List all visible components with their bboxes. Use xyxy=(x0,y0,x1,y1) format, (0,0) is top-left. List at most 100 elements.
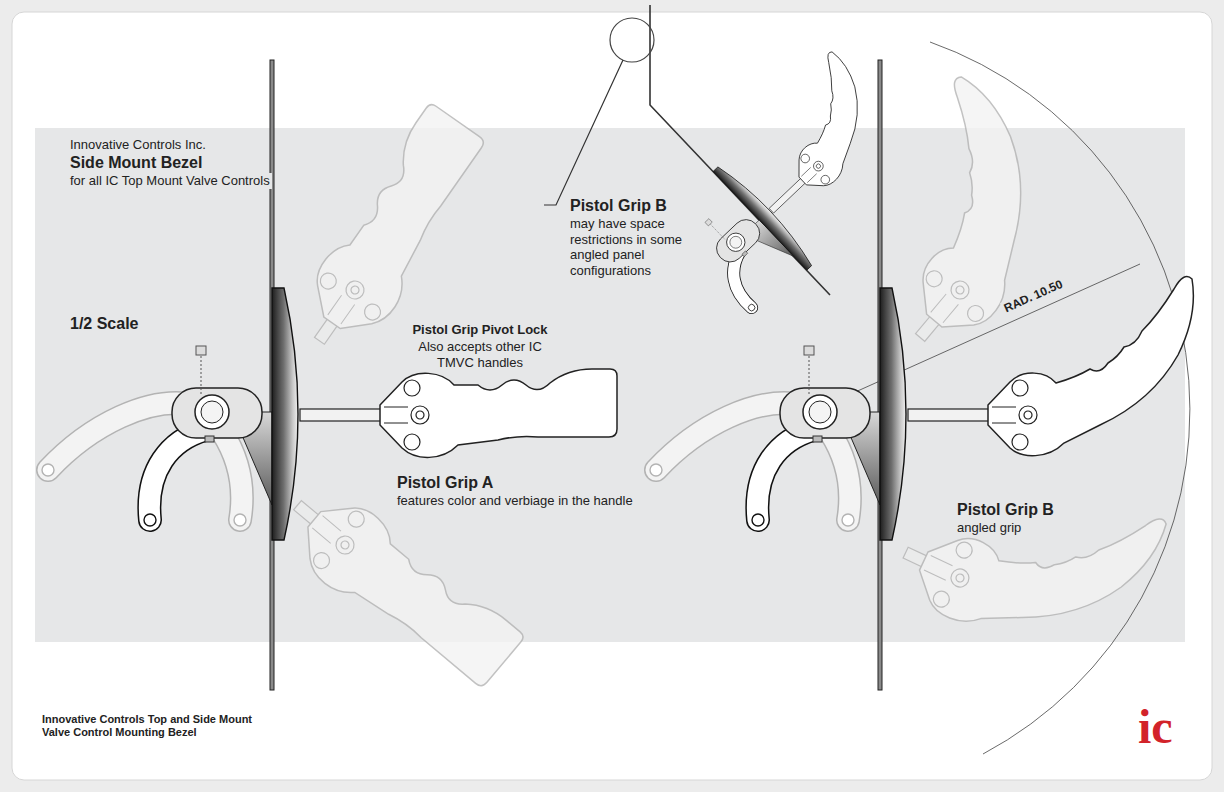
part-note: angled grip xyxy=(955,520,1023,536)
grip-boss xyxy=(812,159,826,173)
lever-eye xyxy=(234,514,246,526)
pivot-hub xyxy=(809,401,831,423)
grip-boss xyxy=(345,508,368,531)
part-note: features color and verbiage in the handl… xyxy=(395,493,635,509)
grip-boss xyxy=(310,549,333,572)
grip-body xyxy=(751,50,898,197)
valve-shaft xyxy=(300,409,384,421)
pivot-hub xyxy=(201,401,223,423)
detail-circle xyxy=(610,18,654,62)
valve-shaft xyxy=(769,177,806,213)
valve-shaft xyxy=(908,409,992,421)
grip-yoke xyxy=(924,556,953,581)
company-name: Innovative Controls Inc. xyxy=(68,137,208,153)
grip-boss xyxy=(1012,434,1028,450)
grip-yoke xyxy=(801,167,816,182)
lever-eye xyxy=(42,464,54,476)
grip-boss xyxy=(411,406,429,424)
part-note: Also accepts other IC TMVC handles xyxy=(413,339,547,370)
setscrew xyxy=(196,346,206,355)
grip-boss xyxy=(954,540,975,561)
setscrew xyxy=(804,346,814,355)
caption-text: Innovative Controls Top and Side Mount V… xyxy=(42,713,257,739)
assembly-grip-a xyxy=(42,102,617,704)
part-label: Pistol Grip B xyxy=(955,500,1056,519)
grip-boss xyxy=(948,566,972,590)
part-label: Pistol Grip B xyxy=(568,196,669,215)
setscrew-axis xyxy=(201,356,202,396)
grip-boss xyxy=(923,268,946,291)
setscrew-axis xyxy=(711,224,726,240)
lever-eye xyxy=(650,464,662,476)
lever-eye xyxy=(747,303,756,312)
ghost-lever-arm xyxy=(222,432,242,520)
grip-boss xyxy=(1024,411,1032,419)
diagram-title: Side Mount Bezel xyxy=(68,153,204,172)
grip-boss xyxy=(931,588,952,609)
grip-body xyxy=(828,74,1097,347)
grip-yoke xyxy=(384,407,408,423)
grip-boss xyxy=(404,434,420,450)
subtitle-note: for all IC Top Mount Valve Controls xyxy=(68,173,272,189)
leader-line xyxy=(544,60,623,205)
grip-body xyxy=(907,436,1169,685)
setscrew xyxy=(205,436,214,442)
assembly-inset xyxy=(659,50,930,317)
grip-body xyxy=(988,277,1193,456)
grip-yoke xyxy=(328,295,355,324)
pivot-housing xyxy=(780,388,870,438)
grip-boss xyxy=(799,152,811,164)
lever-eye xyxy=(842,514,854,526)
pivot-hub xyxy=(727,234,744,251)
grip-body xyxy=(294,102,502,347)
pivot-housing xyxy=(711,214,765,267)
bezel xyxy=(880,288,906,540)
grip-boss xyxy=(815,163,821,169)
grip-boss xyxy=(404,380,420,396)
lever-eye xyxy=(752,514,764,526)
ghost-lever-arm xyxy=(830,432,850,520)
scale-note: 1/2 Scale xyxy=(68,314,141,333)
pivot-housing xyxy=(172,388,262,438)
part-label: Pistol Grip Pivot Lock xyxy=(388,322,572,338)
part-label: Pistol Grip A xyxy=(395,473,495,492)
grip-boss xyxy=(349,284,360,295)
grip-boss xyxy=(332,532,357,557)
grip-boss xyxy=(1012,380,1028,396)
assembly-grip-b xyxy=(650,74,1193,684)
grip-body xyxy=(287,484,525,704)
grip-boss xyxy=(1019,406,1037,424)
lever-arm xyxy=(757,430,813,520)
grip-boss xyxy=(317,270,339,292)
pivot-hub xyxy=(195,395,229,429)
grip-boss xyxy=(819,174,831,186)
card-ground xyxy=(12,12,1212,780)
setscrew-axis xyxy=(809,356,810,396)
logo-mark: ic xyxy=(1138,703,1173,751)
grip-boss xyxy=(954,284,965,295)
pivot-hub xyxy=(803,395,837,429)
grip-body xyxy=(380,369,617,457)
grip-boss xyxy=(342,277,367,302)
setscrew xyxy=(742,251,748,257)
setscrew xyxy=(705,219,712,226)
grip-yoke xyxy=(312,516,341,544)
lever-arm xyxy=(149,430,205,520)
ghost-lever-arm xyxy=(222,432,242,520)
setscrew xyxy=(813,436,822,442)
pistol-grip xyxy=(720,50,898,226)
grip-boss xyxy=(339,539,350,550)
grip-boss xyxy=(955,573,966,584)
grip-boss xyxy=(361,301,383,323)
pistol-grip xyxy=(300,369,617,457)
part-note: may have space restrictions in some angl… xyxy=(568,216,698,278)
bezel xyxy=(272,288,298,540)
lever-eye xyxy=(144,514,156,526)
pistol-grip xyxy=(908,277,1193,456)
lever-arm xyxy=(757,430,813,520)
ghost-lever-arm xyxy=(830,432,850,520)
grip-yoke xyxy=(931,294,959,323)
